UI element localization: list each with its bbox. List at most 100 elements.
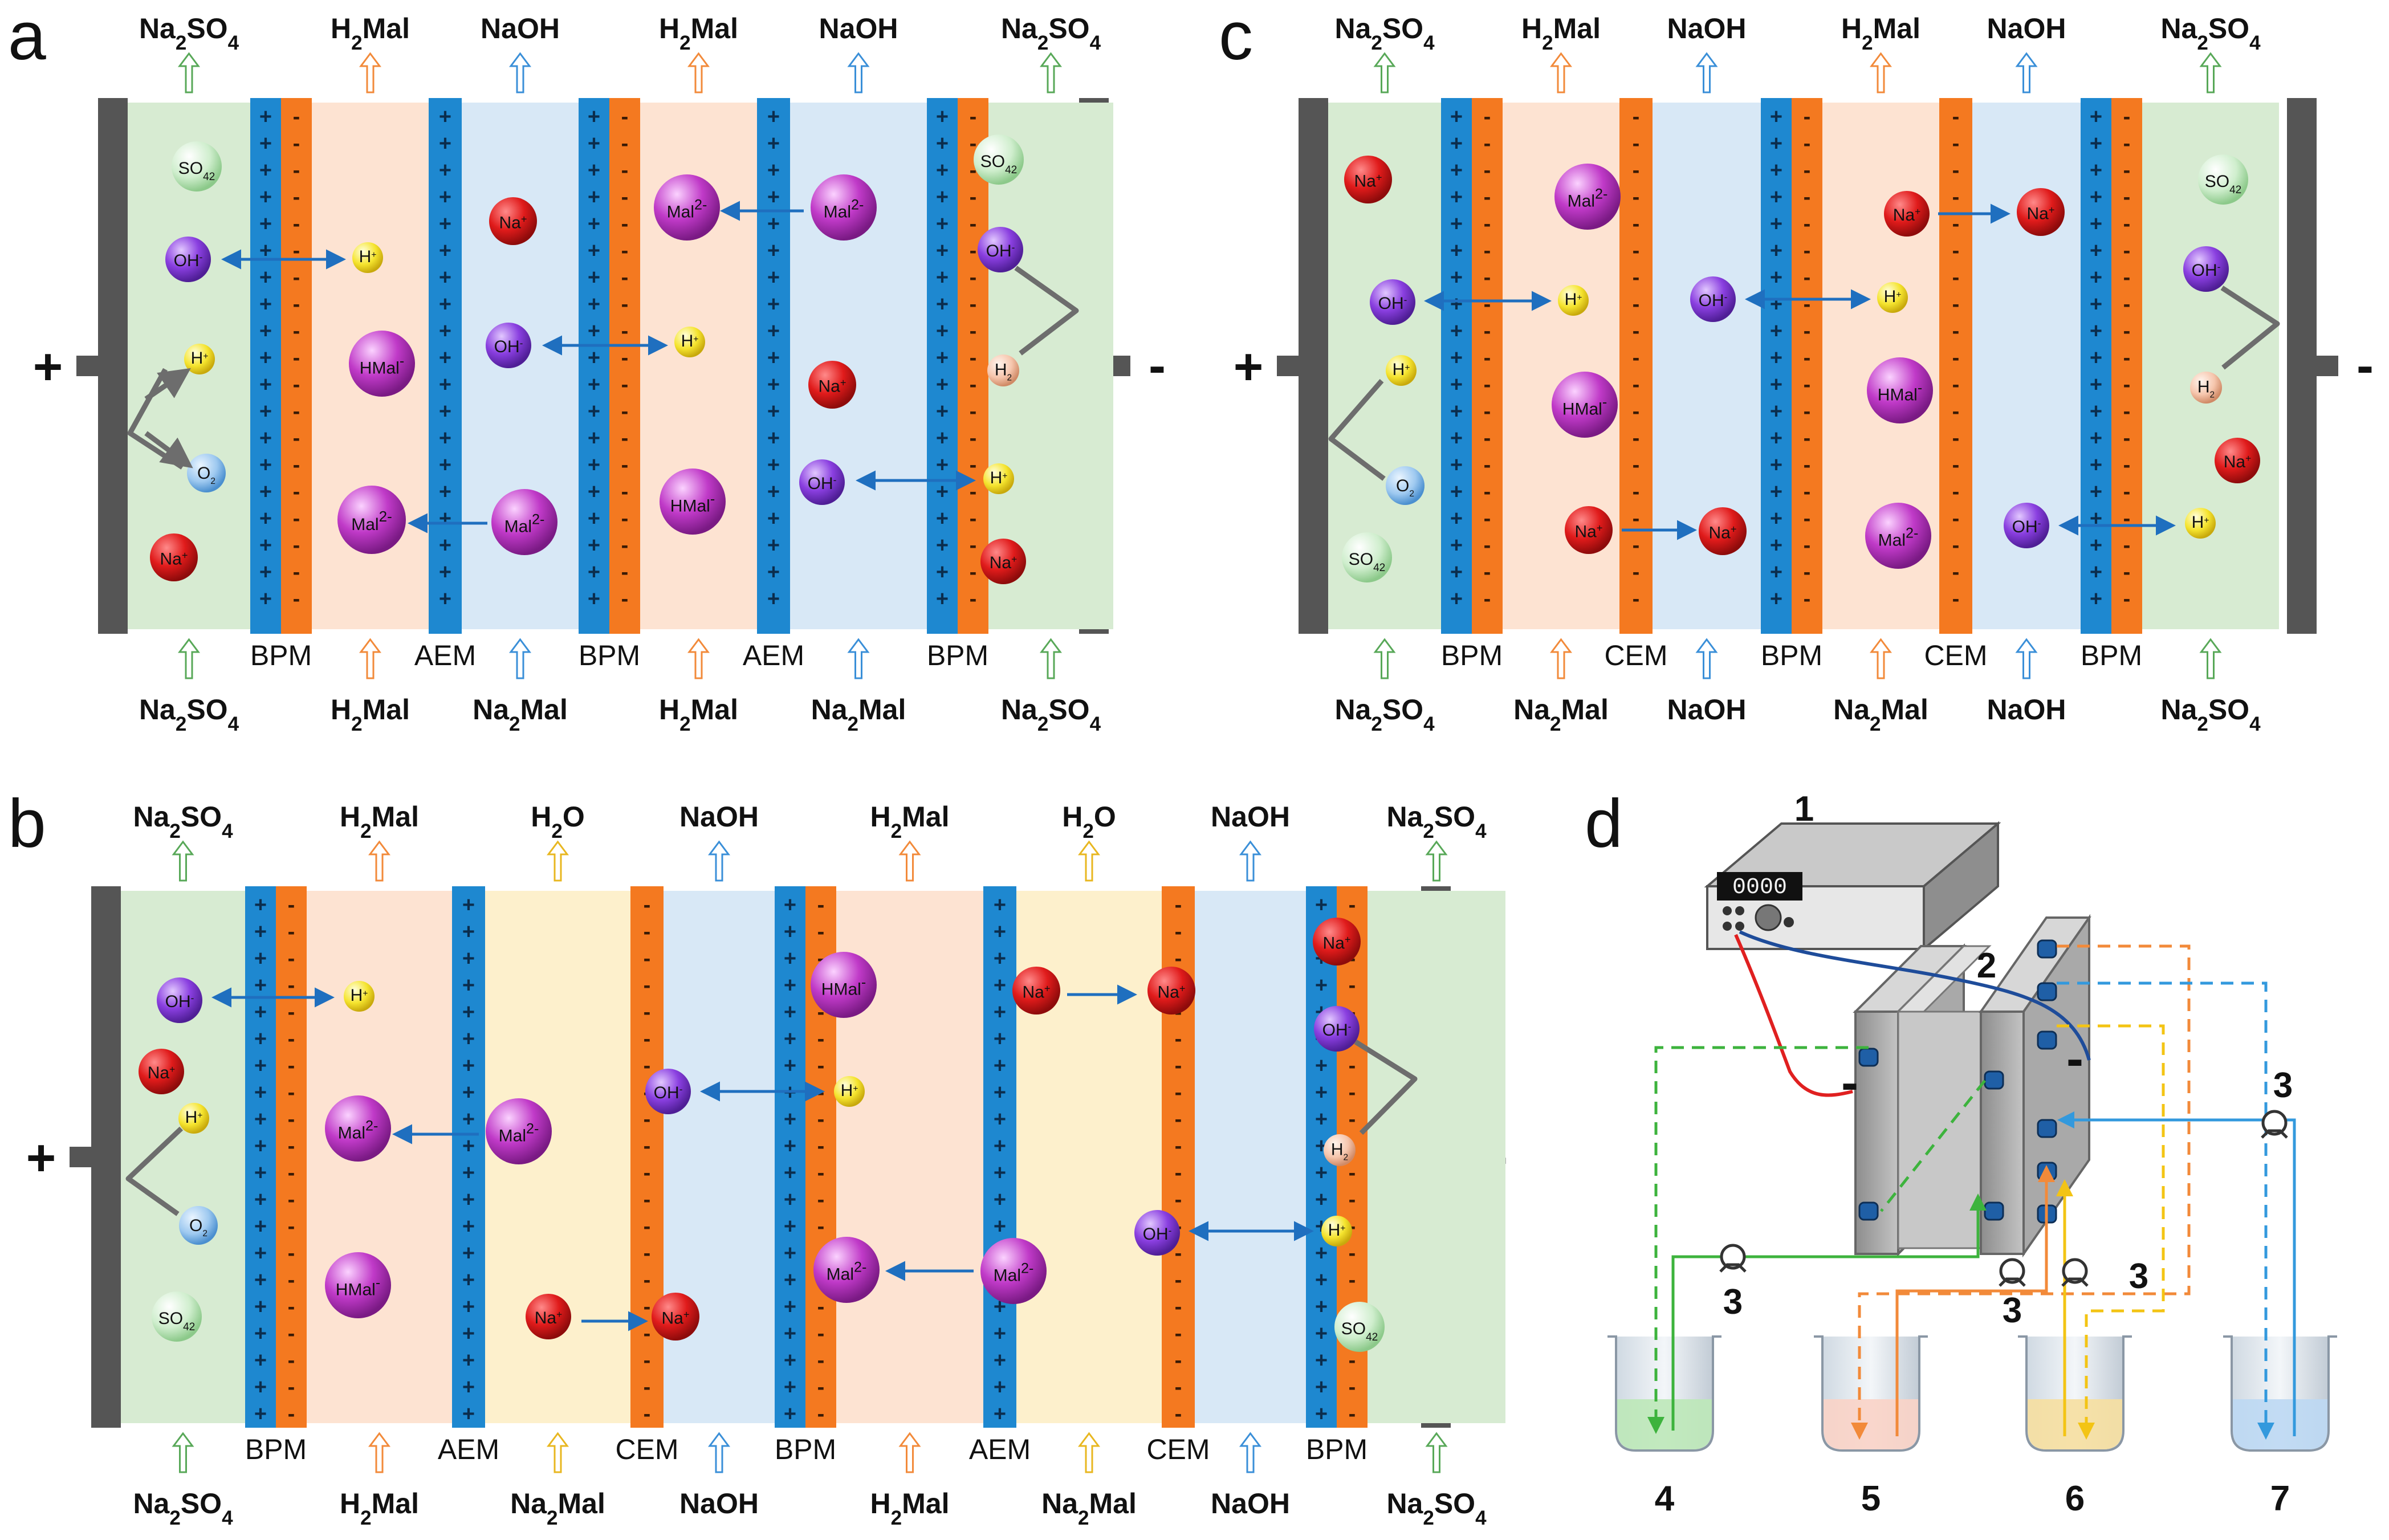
panel-letter-b: b [8,785,46,862]
svg-text:-: - [1175,1402,1182,1426]
svg-text:-: - [2123,453,2131,477]
svg-text:Na+: Na+ [2027,205,2055,223]
bpm-anion-layer [1761,98,1792,634]
beaker-number-4: 7 [2270,1479,2290,1518]
compartment-4 [664,891,775,1423]
svg-text:+: + [588,266,600,290]
ion-na: Na+ [1344,156,1392,203]
svg-text:-: - [1804,105,1811,129]
positive-wire [1739,930,2091,1061]
control-dot-2 [1735,906,1744,915]
svg-text:Na+: Na+ [819,377,846,396]
svg-text:+: + [994,1054,1006,1078]
svg-text:H+: H+ [359,247,377,266]
svg-text:-: - [2123,373,2131,397]
svg-text:+: + [588,400,600,423]
svg-text:-: - [293,158,300,182]
outlet-arrow-2 [368,840,390,882]
svg-text:HMal-: HMal- [1562,394,1607,418]
svg-text:H+: H+ [841,1081,858,1100]
svg-text:+: + [439,292,451,316]
svg-text:+: + [1450,346,1463,370]
svg-text:+: + [462,1241,475,1265]
outlet-arrow-4 [1870,52,1892,93]
cathode-sign: - [2357,337,2374,394]
svg-text:-: - [817,1107,825,1131]
outlet-arrow-3 [547,840,569,882]
svg-text:Mal2-: Mal2- [351,508,392,534]
inlet-arrow-7 [1239,1432,1261,1473]
outlet-arrow-4 [708,840,730,882]
label-power-supply: 1 [1794,789,1814,829]
ion-h2: H2 [2190,372,2222,404]
svg-text:+: + [994,1375,1006,1399]
svg-text:-: - [1633,105,1640,129]
svg-text:+: + [439,507,451,531]
panel-c-diagram: +-+++++++++++++++++++-------------------… [1234,13,2374,735]
svg-text:-: - [970,105,977,129]
svg-text:+: + [936,292,949,316]
svg-text:+: + [784,1027,796,1051]
svg-text:+: + [1315,1161,1328,1185]
bpm-cation-layer [958,98,988,634]
svg-text:-: - [1175,1348,1182,1372]
svg-text:SO42: SO42 [980,152,1018,176]
svg-text:+: + [254,1027,267,1051]
ion-na: Na+ [1884,191,1930,237]
svg-text:+: + [767,292,780,316]
water-split-arrows [2220,286,2280,370]
svg-text:-: - [1952,587,1960,611]
svg-text:-: - [621,453,629,477]
outlet-arrow-7 [1239,840,1261,882]
svg-text:+: + [1315,1054,1328,1078]
outlet-arrow-4 [687,52,710,93]
svg-text:+: + [767,533,780,557]
outlet-label-6: Na2SO4 [2160,13,2261,54]
svg-text:+: + [439,453,451,477]
svg-text:+: + [1315,1241,1328,1265]
bpm-plus-signs: +++++++++++++++++++ [936,105,949,611]
svg-text:-: - [1804,507,1811,531]
inlet-label-6: Na2SO4 [2160,694,2261,735]
svg-text:-: - [293,453,300,477]
pump-label-2: 3 [2003,1291,2022,1330]
svg-text:-: - [1804,480,1811,504]
bpm-plus-signs: ++++++++++++++++++++ [254,893,267,1426]
ion-oh: OH- [1134,1210,1180,1256]
svg-text:-: - [1484,292,1491,316]
svg-text:+: + [1770,373,1782,397]
svg-text:-: - [288,973,295,997]
svg-text:-: - [293,132,300,156]
arrow-to-h [144,368,191,401]
svg-text:HMal-: HMal- [670,491,715,515]
svg-text:-: - [2123,239,2131,263]
svg-text:+: + [439,212,451,236]
svg-text:HMal-: HMal- [821,974,866,999]
inlet-arrow-2 [359,638,381,679]
ion-mal: Mal2- [654,174,720,241]
port-6 [2037,982,2057,1001]
power-knob [1755,904,1782,931]
svg-text:-: - [817,1295,825,1319]
negative-wire [1734,934,1853,1097]
svg-text:+: + [462,1027,475,1051]
svg-text:-: - [644,893,651,917]
inlet-arrow-4 [687,638,710,679]
svg-text:+: + [1450,212,1463,236]
svg-text:+: + [439,158,451,182]
svg-text:-: - [644,1268,651,1292]
svg-text:+: + [767,239,780,263]
svg-text:+: + [767,560,780,584]
pump-label-4: 3 [2273,1066,2293,1105]
svg-text:-: - [1633,346,1640,370]
svg-text:-: - [621,480,629,504]
svg-text:+: + [1770,560,1782,584]
membrane-label-4: CEM [1924,639,1987,671]
svg-text:+: + [784,1241,796,1265]
inlet-label-2: H2Mal [331,694,410,735]
svg-text:-: - [1349,1241,1356,1265]
svg-text:H2: H2 [2197,377,2215,400]
svg-text:+: + [439,426,451,450]
membrane-label-7: BPM [1306,1433,1368,1465]
ion-oh: OH- [1690,276,1736,322]
